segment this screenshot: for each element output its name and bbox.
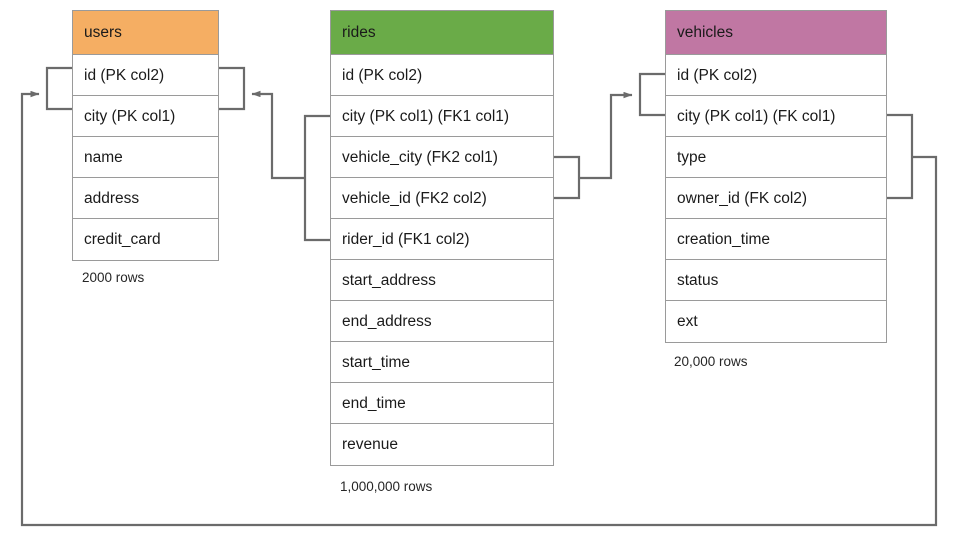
- table-users-column-credit-card[interactable]: credit_card: [73, 219, 218, 260]
- rides-right-bracket: [554, 155, 581, 200]
- vehicles-right-bracket: [887, 113, 914, 200]
- connector-rides-to-users: [251, 90, 305, 180]
- table-users-column-address[interactable]: address: [73, 178, 218, 219]
- table-rides-column-end-time[interactable]: end_time: [331, 383, 553, 424]
- table-vehicles-column-owner-id[interactable]: owner_id (FK col2): [666, 178, 886, 219]
- table-vehicles[interactable]: vehicles id (PK col2) city (PK col1) (FK…: [665, 10, 887, 343]
- table-vehicles-column-ext[interactable]: ext: [666, 301, 886, 342]
- table-rides-row-count: 1,000,000 rows: [340, 479, 433, 494]
- table-users[interactable]: users id (PK col2) city (PK col1) name a…: [72, 10, 219, 261]
- table-users-column-id[interactable]: id (PK col2): [73, 55, 218, 96]
- table-rides-column-vehicle-city[interactable]: vehicle_city (FK2 col1): [331, 137, 553, 178]
- table-vehicles-column-city[interactable]: city (PK col1) (FK col1): [666, 96, 886, 137]
- table-rides[interactable]: rides id (PK col2) city (PK col1) (FK1 c…: [330, 10, 554, 466]
- table-rides-column-id[interactable]: id (PK col2): [331, 55, 553, 96]
- table-users-column-city[interactable]: city (PK col1): [73, 96, 218, 137]
- table-rides-column-rider-id[interactable]: rider_id (FK1 col2): [331, 219, 553, 260]
- connector-vehicles-to-users: [20, 90, 938, 527]
- table-vehicles-column-status[interactable]: status: [666, 260, 886, 301]
- vehicles-left-bracket: [638, 72, 665, 117]
- table-vehicles-column-type[interactable]: type: [666, 137, 886, 178]
- table-rides-header: rides: [331, 11, 553, 55]
- table-rides-column-start-time[interactable]: start_time: [331, 342, 553, 383]
- table-users-row-count: 2000 rows: [82, 270, 145, 285]
- users-left-bracket: [45, 66, 72, 111]
- table-vehicles-column-creation-time[interactable]: creation_time: [666, 219, 886, 260]
- table-rides-column-revenue[interactable]: revenue: [331, 424, 553, 465]
- table-rides-column-start-address[interactable]: start_address: [331, 260, 553, 301]
- users-right-bracket: [219, 66, 246, 111]
- table-rides-column-vehicle-id[interactable]: vehicle_id (FK2 col2): [331, 178, 553, 219]
- table-rides-column-end-address[interactable]: end_address: [331, 301, 553, 342]
- table-vehicles-row-count: 20,000 rows: [674, 354, 748, 369]
- table-rides-column-city[interactable]: city (PK col1) (FK1 col1): [331, 96, 553, 137]
- connector-rides-to-vehicles: [579, 91, 633, 180]
- rides-left-bracket: [303, 114, 330, 242]
- table-users-header: users: [73, 11, 218, 55]
- table-vehicles-column-id[interactable]: id (PK col2): [666, 55, 886, 96]
- table-vehicles-header: vehicles: [666, 11, 886, 55]
- table-users-column-name[interactable]: name: [73, 137, 218, 178]
